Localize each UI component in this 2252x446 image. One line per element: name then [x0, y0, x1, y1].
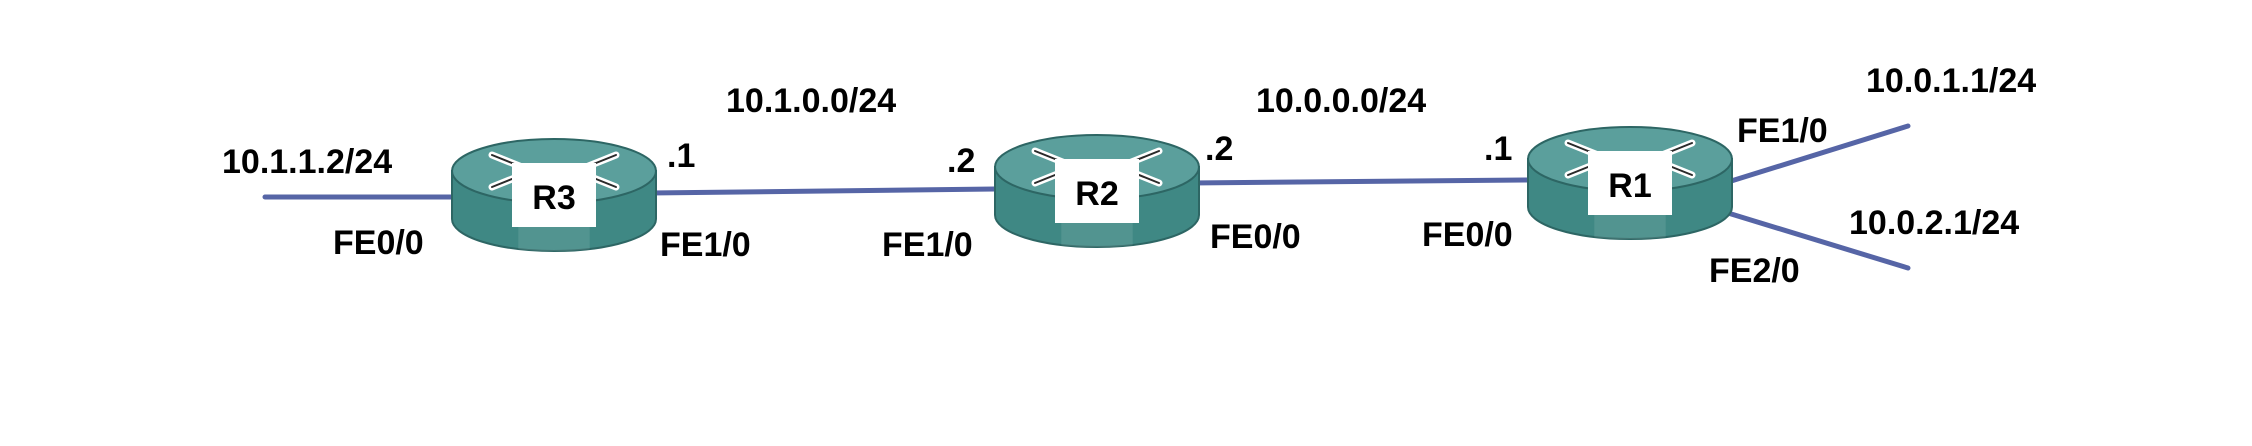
interface-label-r2-fe00: FE0/0	[1210, 218, 1301, 256]
interface-label-r1-fe00: FE0/0	[1422, 216, 1513, 254]
network-label-r1-lan1: 10.0.1.1/24	[1866, 62, 2036, 100]
router-icon	[1527, 126, 1733, 240]
router-r3-label: R3	[532, 179, 575, 217]
router-r2-label: R2	[1075, 175, 1118, 213]
interface-label-r3-fe10: FE1/0	[660, 226, 751, 264]
router-r1-label: R1	[1608, 167, 1651, 205]
interface-label-r2-fe10: FE1/0	[882, 226, 973, 264]
interface-label-r1-fe20: FE2/0	[1709, 252, 1800, 290]
link-r2-r1	[1187, 177, 1533, 186]
router-icon	[994, 134, 1200, 248]
network-label-r1-lan2: 10.0.2.1/24	[1849, 204, 2019, 242]
network-label-r2-r1: 10.0.0.0/24	[1256, 82, 1426, 120]
network-label-r3-r2: 10.1.0.0/24	[726, 82, 896, 120]
host-label-r2-right: .2	[1205, 130, 1233, 168]
interface-label-r1-fe10: FE1/0	[1737, 112, 1828, 150]
host-label-r2-left: .2	[947, 142, 975, 180]
interface-label-r3-fe00: FE0/0	[333, 224, 424, 262]
host-label-r1: .1	[1484, 130, 1512, 168]
network-label-r3-lan: 10.1.1.2/24	[222, 143, 392, 181]
link-r3-r2	[647, 186, 998, 196]
link-r1-lan1	[1725, 123, 1911, 185]
router-r3[interactable]: R3	[451, 138, 657, 252]
router-r2[interactable]: R2	[994, 134, 1200, 248]
host-label-r3: .1	[667, 137, 695, 175]
link-r1-lan2	[1725, 210, 1911, 271]
router-icon	[451, 138, 657, 252]
router-r1[interactable]: R1	[1527, 126, 1733, 240]
links	[262, 123, 1911, 271]
